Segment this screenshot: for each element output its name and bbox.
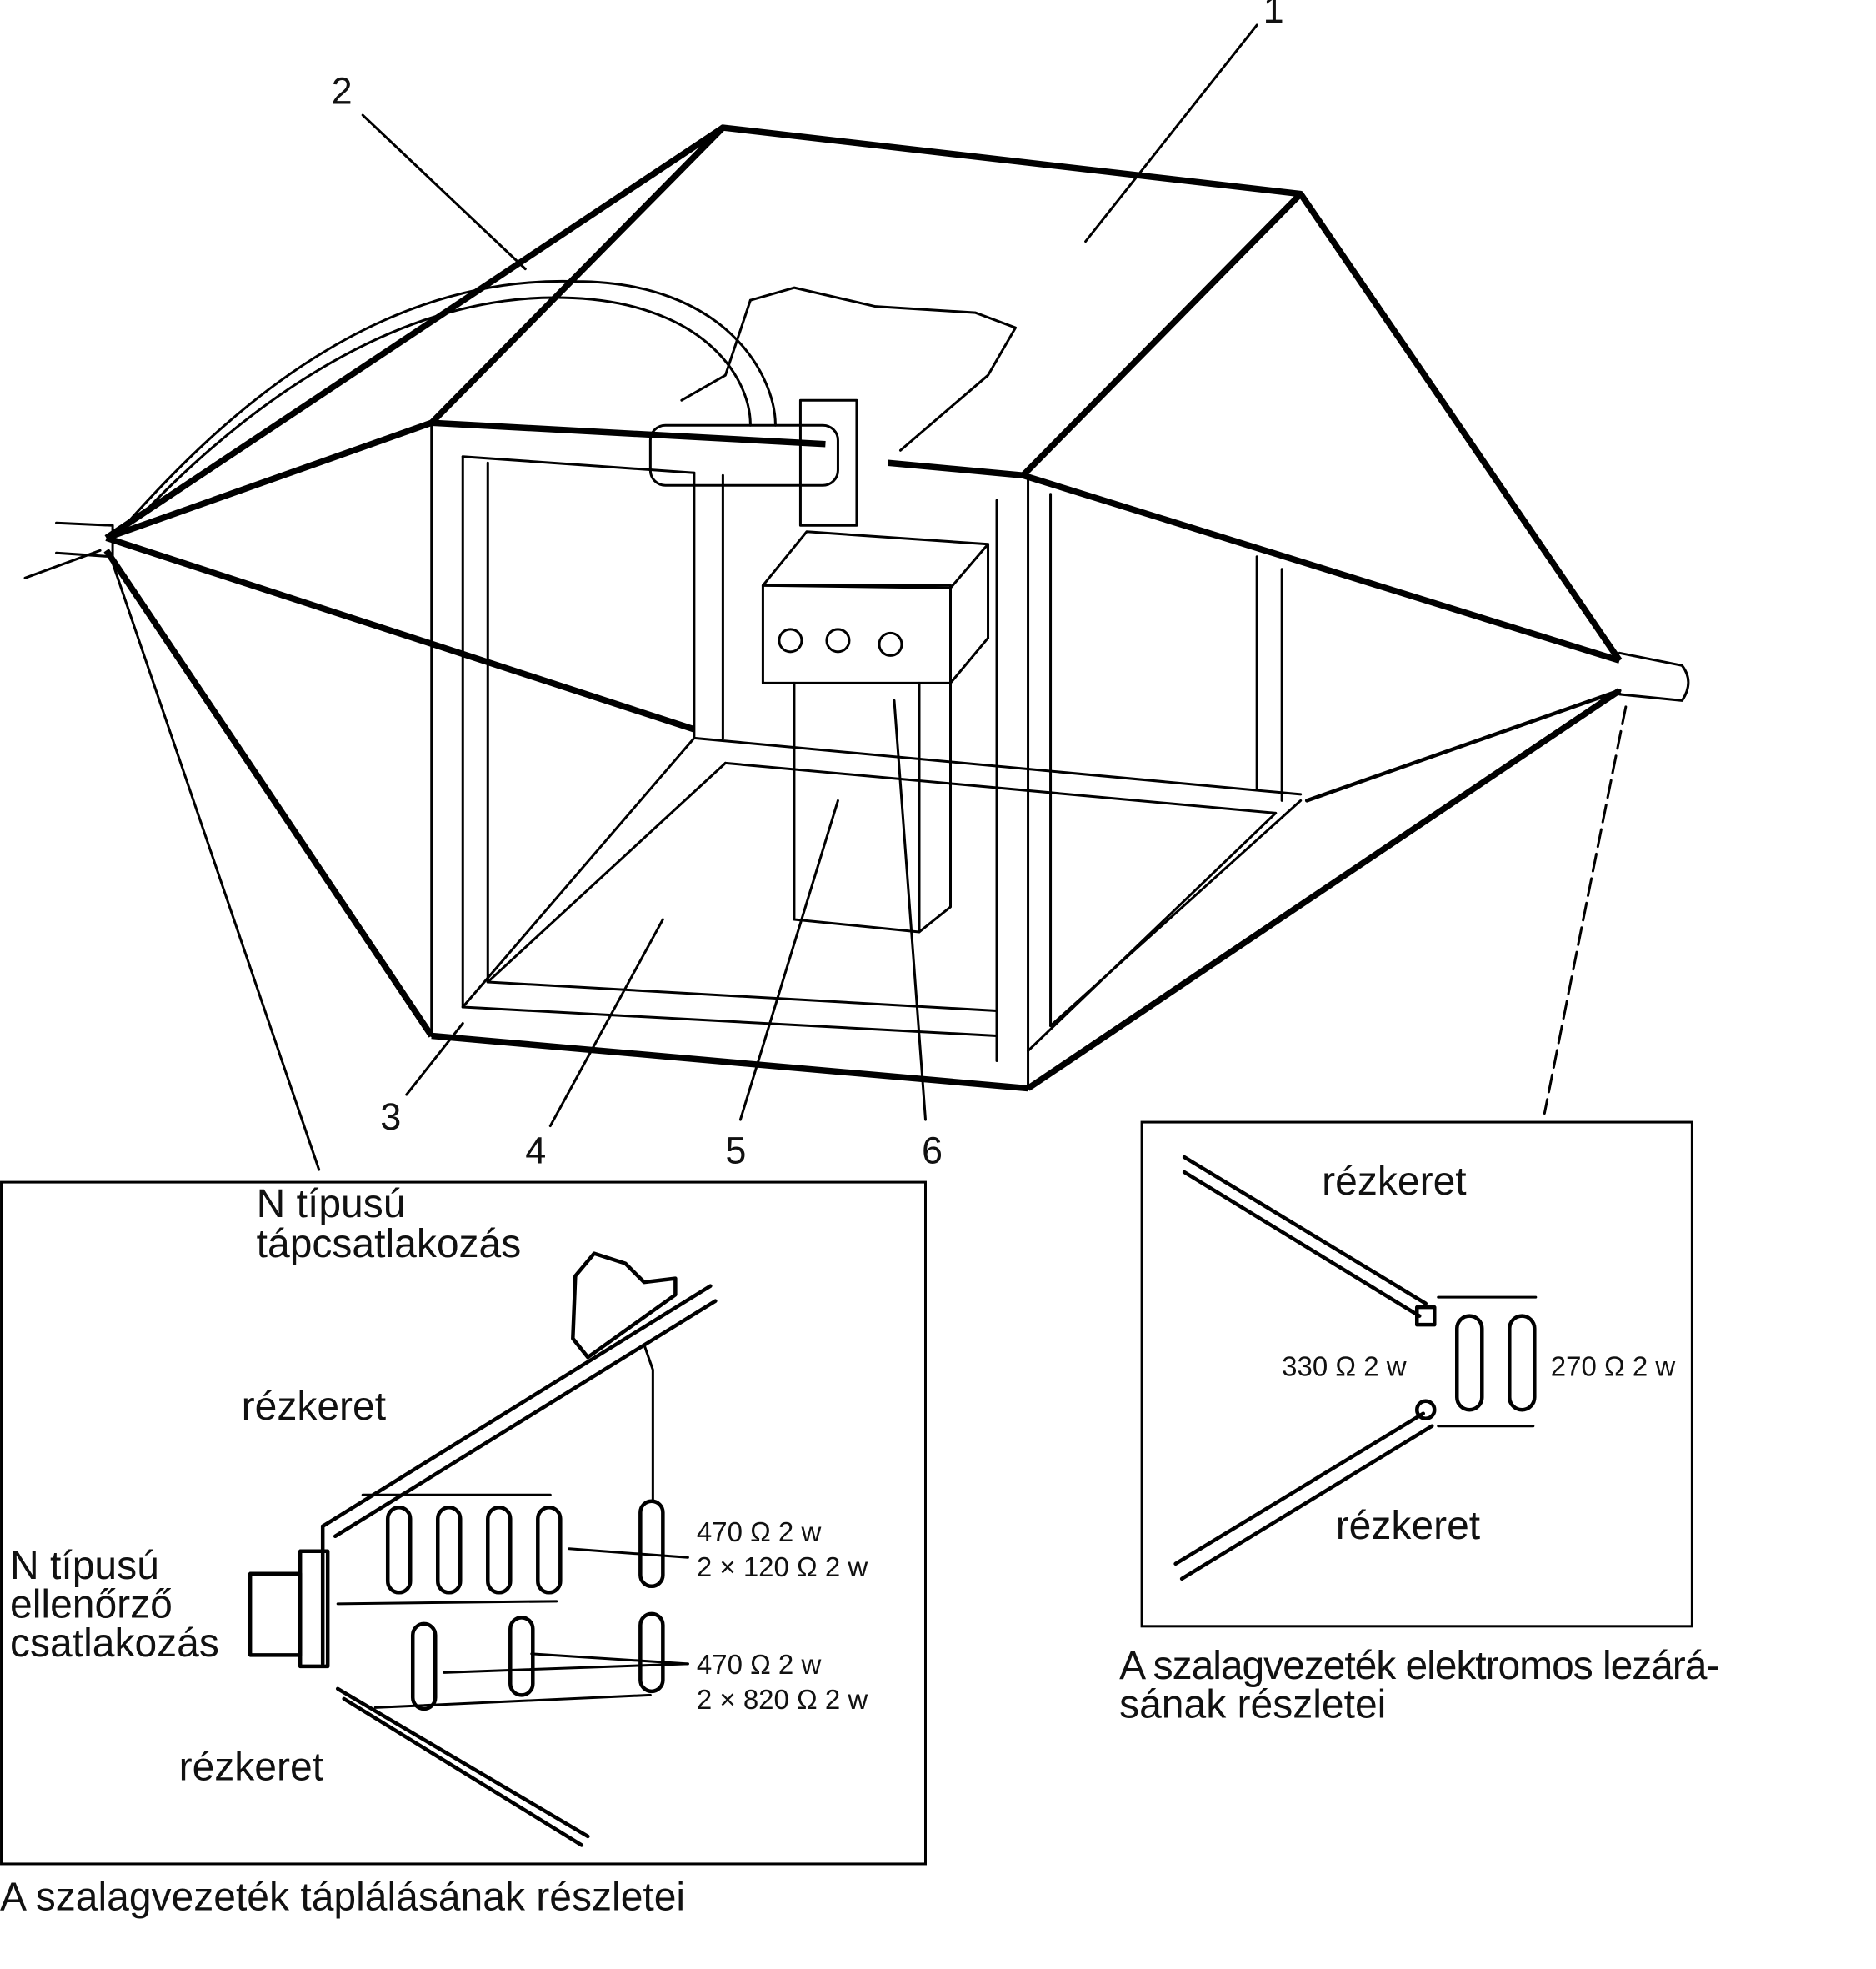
feed-detail-panel: N típusú tápcsatlakozás rézkeret N típus…	[0, 1180, 927, 1919]
termination-schematic	[1173, 1155, 1538, 1581]
callout-1: 1	[1263, 0, 1284, 31]
term-frame-label-bottom: rézkeret	[1336, 1504, 1480, 1548]
monitor-connector-label-3: csatlakozás	[10, 1621, 219, 1666]
resistor-label-2a: 470 Ω 2 w	[697, 1649, 822, 1680]
frame-label-bottom: rézkeret	[179, 1745, 323, 1789]
callout-5: 5	[725, 1130, 746, 1172]
resistor-label-1a: 470 Ω 2 w	[697, 1516, 822, 1547]
supply-connector-label-1: N típusú	[257, 1182, 406, 1226]
callout-2: 2	[332, 70, 353, 113]
callout-3: 3	[380, 1095, 401, 1138]
term-caption-2: sának részletei	[1119, 1682, 1386, 1726]
monitor-connector-label-2: ellenőrző	[10, 1582, 173, 1626]
monitor-connector-label-1: N típusú	[10, 1544, 159, 1588]
termination-detail-panel: rézkeret 330 Ω 2 w 270 Ω 2 w rézkeret A …	[1119, 1120, 1719, 1726]
frame-label-top: rézkeret	[242, 1385, 386, 1429]
callouts: 1 2 3 4 5 6	[111, 0, 1628, 1172]
term-frame-label-top: rézkeret	[1322, 1160, 1466, 1204]
term-resistor-left-label: 330 Ω 2 w	[1282, 1351, 1407, 1382]
callout-6: 6	[922, 1130, 943, 1172]
feed-detail-caption: A szalagvezeték táplálásának részletei	[0, 1875, 685, 1919]
callout-4: 4	[525, 1130, 546, 1172]
supply-connector-label-2: tápcsatlakozás	[257, 1222, 522, 1266]
stripline-cell	[23, 124, 1690, 1092]
resistor-label-2b: 2 × 820 Ω 2 w	[697, 1684, 868, 1715]
feed-schematic	[248, 1251, 718, 1847]
term-resistor-right-label: 270 Ω 2 w	[1551, 1351, 1676, 1382]
term-caption-1: A szalagvezeték elektromos lezárá-	[1119, 1644, 1719, 1688]
resistor-label-1b: 2 × 120 Ω 2 w	[697, 1551, 868, 1582]
